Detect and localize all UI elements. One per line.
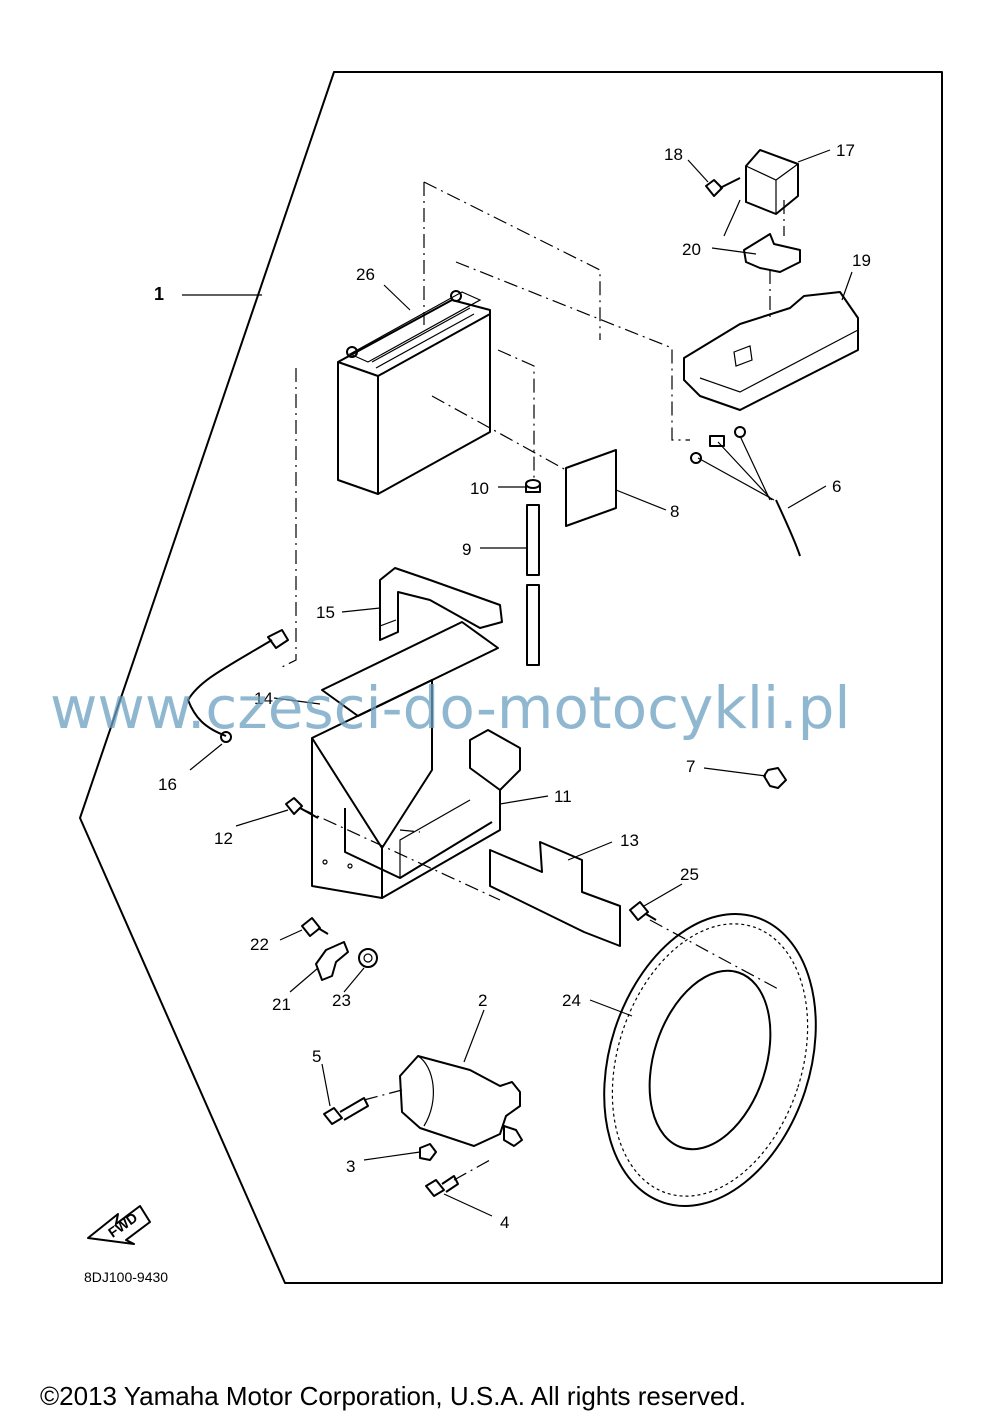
label-26: 26 <box>356 265 375 284</box>
label-23: 23 <box>332 991 351 1010</box>
label-14: 14 <box>254 689 273 708</box>
label-9: 9 <box>462 540 471 559</box>
negative-lead <box>187 629 289 743</box>
bolt-5 <box>323 1097 369 1125</box>
plate <box>321 621 499 717</box>
battery-band <box>379 567 503 641</box>
nut-23 <box>358 948 378 968</box>
drawing-code: 8DJ100-9430 <box>84 1269 168 1285</box>
bolt-22 <box>301 917 329 937</box>
battery-box <box>311 679 521 899</box>
holder-7 <box>763 767 787 789</box>
cover-plate <box>489 841 621 947</box>
bolt-12 <box>285 797 319 819</box>
wire-harness <box>690 426 801 557</box>
label-16: 16 <box>158 775 177 794</box>
bolt-4 <box>425 1175 459 1197</box>
leader-lines <box>189 149 853 1217</box>
callout-labels: 1 26 18 17 20 19 10 6 8 9 15 14 7 16 11 … <box>154 141 871 1232</box>
label-15: 15 <box>316 603 335 622</box>
breather-pipe <box>526 504 540 666</box>
label-24: 24 <box>562 991 581 1010</box>
label-group-1: 1 <box>154 284 164 304</box>
breather-cap <box>525 479 541 493</box>
relay-cover <box>683 291 859 411</box>
label-3: 3 <box>346 1157 355 1176</box>
label-20: 20 <box>682 240 701 259</box>
bolt-18 <box>705 177 741 197</box>
starter-relay <box>723 149 799 237</box>
label-19: 19 <box>852 251 871 270</box>
relay-bracket <box>743 233 801 273</box>
label-18: 18 <box>664 145 683 164</box>
label-17: 17 <box>836 141 855 160</box>
label-6: 6 <box>832 477 841 496</box>
label-7: 7 <box>686 757 695 776</box>
watermark: www.czesci-do-motocykli.pl <box>50 674 851 742</box>
starter-motor <box>399 1055 523 1147</box>
holder-21 <box>315 941 349 981</box>
battery <box>337 290 491 495</box>
assembly-frame <box>79 71 943 1284</box>
label-2: 2 <box>478 991 487 1010</box>
label-4: 4 <box>500 1213 509 1232</box>
fwd-label: FWD <box>105 1209 140 1240</box>
bolt-25 <box>629 901 657 921</box>
copyright-notice: ©2013 Yamaha Motor Corporation, U.S.A. A… <box>40 1381 746 1411</box>
label-13: 13 <box>620 831 639 850</box>
label-10: 10 <box>470 479 489 498</box>
label-8: 8 <box>670 502 679 521</box>
label-21: 21 <box>272 995 291 1014</box>
nut-3 <box>419 1143 437 1161</box>
label-5: 5 <box>312 1047 321 1066</box>
label-22: 22 <box>250 935 269 954</box>
label-11: 11 <box>554 787 572 806</box>
rotor <box>603 913 817 1207</box>
battery-pad <box>565 449 617 527</box>
fwd-arrow-icon <box>87 1205 151 1245</box>
label-25: 25 <box>680 865 699 884</box>
label-12: 12 <box>214 829 233 848</box>
assembly-lines <box>279 181 785 1181</box>
